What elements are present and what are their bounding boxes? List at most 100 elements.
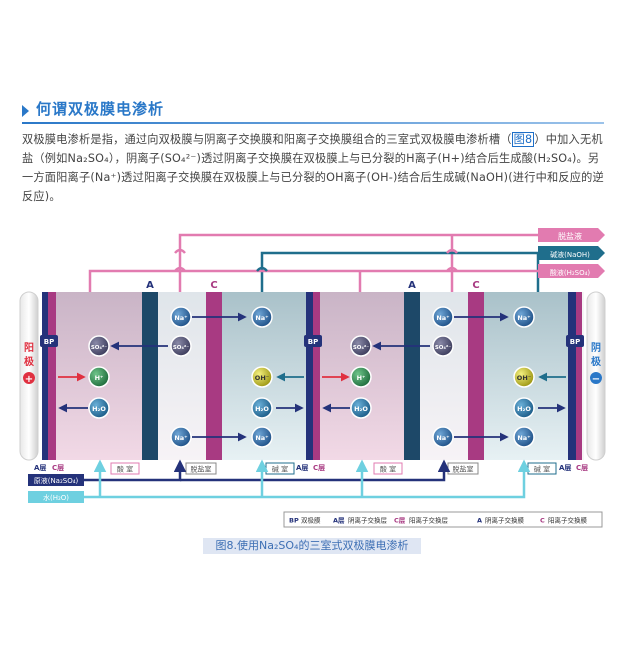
figure-reference: 图8 [511, 132, 535, 147]
water-molecule: H₂O [88, 397, 110, 419]
membrane-label-a1: A [146, 280, 154, 291]
anion-membrane-1 [142, 292, 158, 460]
section-heading: 何谓双极膜电渗析 [22, 98, 604, 124]
alkali-label: 碱液(NaOH) [550, 250, 590, 259]
legend-key-c: C [540, 517, 545, 525]
figure-caption: 图8.使用Na₂SO₄的三室式双极膜电渗析 [203, 538, 421, 554]
cathode-sign: − [592, 374, 600, 385]
membrane-label-c2: C [472, 280, 479, 291]
desalt-chamber-label-1: 脱盐室 [191, 465, 212, 474]
legend-text-a: 阴离子交换膜 [485, 516, 525, 525]
legend-key-c-layer: C层 [394, 516, 406, 525]
cathode: 阴 极 − [586, 291, 606, 461]
svg-text:SO₄²⁻: SO₄²⁻ [91, 344, 107, 351]
legend: BP 双极膜 A层 阴离子交换层 C层 阳离子交换层 A 阴离子交换膜 C 阳离… [283, 511, 603, 528]
alkali-pipe [260, 251, 538, 292]
legend-key-bp: BP [289, 517, 299, 525]
membrane-label-a2: A [408, 280, 416, 291]
na-ion: Na⁺ [170, 426, 192, 448]
anode-label-1: 阳 [24, 342, 34, 354]
water-molecule: H₂O [350, 397, 372, 419]
acid-chamber-label-1: 酸 室 [117, 465, 133, 474]
intro-text-2: ）中加入无机盐（例如Na₂SO₄），阴离子(SO₄²⁻)透过阴离子交换膜在双极膜… [22, 133, 604, 203]
layer-a-label-mid: A层 [296, 463, 308, 472]
layer-c-label-right: C层 [576, 463, 588, 472]
desalted-label: 脱盐液 [558, 231, 582, 241]
membranes [42, 292, 582, 460]
svg-text:Na⁺: Na⁺ [517, 314, 530, 322]
cation-membrane-1 [206, 292, 222, 460]
layer-c-label-left: C层 [52, 463, 64, 472]
svg-text:H₂O: H₂O [92, 405, 106, 413]
water-molecule: H₂O [251, 397, 273, 419]
bp-label-left: BP [44, 338, 54, 346]
cathode-label-1: 阴 [591, 342, 601, 354]
output-label-acid: 酸液(H₂SO₄) [538, 264, 605, 278]
svg-text:H₂O: H₂O [255, 405, 269, 413]
so4-ion: SO₄²⁻ [170, 335, 192, 357]
section-title: 何谓双极膜电渗析 [36, 100, 165, 118]
oh-ion: OH⁻ [513, 366, 535, 388]
acid-pipe [88, 269, 538, 292]
ions: Na⁺ Na⁺ Na⁺ Na⁺ SO₄²⁻ SO₄²⁻ SO₄²⁻ SO₄²⁻ … [88, 306, 535, 448]
h-ion: H⁺ [88, 366, 110, 388]
svg-text:H⁺: H⁺ [95, 374, 104, 382]
oh-ion: OH⁻ [251, 366, 273, 388]
so4-ion: SO₄²⁻ [350, 335, 372, 357]
input-pipes [84, 459, 531, 499]
bp-label-mid: BP [308, 338, 318, 346]
svg-text:Na⁺: Na⁺ [174, 314, 187, 322]
anode: 阳 极 + [19, 291, 39, 461]
plus-icon [23, 372, 35, 384]
na-ion: Na⁺ [432, 306, 454, 328]
water-label: 水(H₂O) [43, 493, 69, 502]
intro-paragraph: 双极膜电渗析是指，通过向双极膜与阴离子交换膜和阳离子交换膜组合的三室式双极膜电渗… [22, 130, 606, 206]
membrane-label-c1: C [210, 280, 217, 291]
cation-membrane-2 [468, 292, 484, 460]
bp-badge-right: BP [566, 335, 584, 347]
alkali-chamber-label-2: 碱 室 [534, 465, 550, 474]
h-ion: H⁺ [350, 366, 372, 388]
svg-text:H₂O: H₂O [517, 405, 531, 413]
bipolar-membrane-mid-c [313, 292, 320, 460]
layer-a-label-right: A层 [559, 463, 571, 472]
intro-text-1: 双极膜电渗析是指，通过向双极膜与阴离子交换膜和阳离子交换膜组合的三室式双极膜电渗… [22, 133, 512, 146]
bipolar-membrane-right-a [568, 292, 576, 460]
bp-badge-left: BP [40, 335, 58, 347]
layer-c-label-mid: C层 [313, 463, 325, 472]
anion-membrane-2 [404, 292, 420, 460]
na-ion: Na⁺ [513, 426, 535, 448]
legend-text-c: 阳离子交换膜 [548, 516, 588, 525]
svg-text:Na⁺: Na⁺ [255, 434, 268, 442]
minus-icon [590, 372, 602, 384]
input-label-raw: 原液(Na₂SO₄) [28, 474, 84, 486]
layer-a-label-left: A层 [34, 463, 46, 472]
na-ion: Na⁺ [513, 306, 535, 328]
bottom-labels: A层 C层 A层 C层 A层 C层 酸 室 脱盐室 碱 室 酸 室 脱盐室 碱 … [34, 462, 588, 475]
raw-label: 原液(Na₂SO₄) [34, 476, 79, 485]
legend-text-bp: 双极膜 [301, 516, 321, 525]
so4-ion: SO₄²⁻ [88, 335, 110, 357]
ion-arrows [58, 312, 566, 442]
bipolar-electrodialysis-diagram: 脱盐液 碱液(NaOH) 酸液(H₂SO₄) 阳 极 + 阴 极 − [19, 228, 606, 528]
svg-text:Na⁺: Na⁺ [436, 434, 449, 442]
input-label-water: 水(H₂O) [28, 491, 84, 503]
so4-ion: SO₄²⁻ [432, 335, 454, 357]
alkali-chamber-label-1: 碱 室 [272, 465, 288, 474]
svg-text:SO₄²⁻: SO₄²⁻ [173, 344, 189, 351]
na-ion: Na⁺ [170, 306, 192, 328]
svg-text:OH⁻: OH⁻ [255, 374, 269, 382]
legend-key-a-layer: A层 [333, 516, 345, 525]
water-molecule: H₂O [513, 397, 535, 419]
legend-text-a-layer: 阴离子交换层 [348, 516, 388, 525]
cathode-label-2: 极 [591, 355, 602, 368]
triangle-bullet-icon [22, 105, 29, 117]
svg-text:Na⁺: Na⁺ [174, 434, 187, 442]
output-label-alkali: 碱液(NaOH) [538, 246, 605, 260]
desalt-chamber-label-2: 脱盐室 [453, 465, 474, 474]
legend-text-c-layer: 阳离子交换层 [409, 516, 449, 525]
svg-text:SO₄²⁻: SO₄²⁻ [353, 344, 369, 351]
na-ion: Na⁺ [432, 426, 454, 448]
bipolar-membrane-left-c [48, 292, 56, 460]
bipolar-membrane-left-a [42, 292, 48, 460]
